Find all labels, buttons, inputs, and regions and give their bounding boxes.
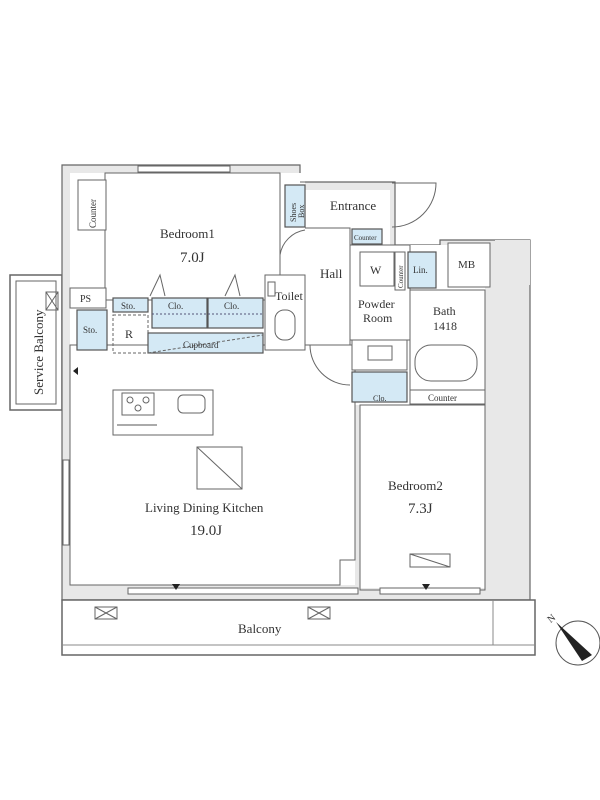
hall-outline [305, 227, 351, 345]
balcony-label: Balcony [238, 621, 282, 636]
ac-unit [409, 553, 451, 568]
kitchen-island [112, 389, 214, 436]
counter-powder-label: Counter [397, 265, 405, 288]
service-balcony-label: Service Balcony [31, 309, 46, 395]
storage-small[interactable] [112, 297, 149, 313]
cupboard-label: Cupboard [183, 340, 219, 350]
closet-1-label: Clo. [168, 301, 183, 311]
powder-room-label-1: Powder [358, 297, 395, 311]
balcony: Balcony [61, 599, 536, 656]
counter-entrance [351, 228, 383, 245]
compass-icon: N [545, 612, 600, 666]
bedroom1-name: Bedroom1 [160, 226, 215, 241]
entrance-door[interactable] [391, 182, 437, 228]
toilet-room[interactable] [264, 274, 306, 351]
entrance-label: Entrance [330, 198, 376, 213]
door-swing [279, 229, 306, 256]
window-bedroom1[interactable] [137, 165, 231, 173]
closet-2[interactable] [207, 297, 264, 329]
window-ldk-side[interactable] [62, 459, 70, 546]
linen-label: Lin. [413, 265, 428, 275]
window-bedroom2[interactable] [379, 587, 481, 595]
closet-3-label: Clo. [373, 394, 387, 403]
storage-left[interactable] [76, 309, 108, 351]
bathtub-icon [414, 344, 478, 382]
mb-box [447, 242, 491, 288]
ps-box [69, 287, 107, 309]
walls [61, 164, 531, 601]
storage-left-label: Sto. [83, 325, 97, 335]
storage-small-label: Sto. [121, 301, 135, 311]
compass-label: N [545, 612, 558, 625]
closet-1[interactable] [151, 297, 208, 329]
stove-icon [121, 392, 155, 416]
shoes-box-label-1: Shoes [289, 203, 298, 222]
refrigerator-label: R [125, 327, 133, 341]
counter-bedroom1-label: Counter [88, 199, 98, 228]
closet-door-marks [149, 273, 241, 297]
sink-icon [177, 394, 206, 414]
bedroom2-name: Bedroom2 [388, 478, 443, 493]
counter-bath [409, 389, 486, 405]
toilet-icon [274, 309, 296, 341]
bedroom2-outline [359, 404, 486, 591]
toilet-label: Toilet [275, 289, 303, 303]
powder-room-label-2: Room [363, 311, 393, 325]
shoes-box[interactable] [284, 184, 306, 228]
ldk-name: Living Dining Kitchen [145, 500, 264, 515]
ldk-door[interactable] [309, 344, 351, 386]
vanity [351, 339, 408, 371]
closet-2-label: Clo. [224, 301, 239, 311]
counter-entrance-label: Counter [354, 234, 377, 242]
counter-bedroom1 [77, 179, 107, 231]
window-ldk[interactable] [127, 587, 359, 595]
bath-size: 1418 [433, 319, 457, 333]
bedroom2-size: 7.3J [408, 501, 433, 517]
ceiling-vent [196, 446, 243, 490]
bath-name: Bath [433, 304, 456, 318]
window-marker-2 [422, 584, 430, 590]
washer-label: W [370, 263, 382, 277]
washer [359, 251, 395, 287]
entry-marker [73, 367, 78, 375]
cupboard[interactable] [147, 332, 264, 354]
linen-closet[interactable] [407, 251, 437, 289]
window-marker [172, 584, 180, 590]
shoes-box-label-2: Box [297, 205, 306, 218]
mb-label: MB [458, 259, 475, 271]
counter-powder [394, 251, 406, 291]
closet-3[interactable] [351, 371, 408, 403]
refrigerator-space [112, 314, 149, 354]
ps-label: PS [80, 294, 91, 305]
service-balcony: Service Balcony [9, 274, 63, 411]
counter-bath-label: Counter [428, 393, 457, 403]
ldk-size: 19.0J [190, 523, 222, 539]
hall-label: Hall [320, 266, 343, 281]
bedroom1-size: 7.0J [180, 250, 205, 266]
